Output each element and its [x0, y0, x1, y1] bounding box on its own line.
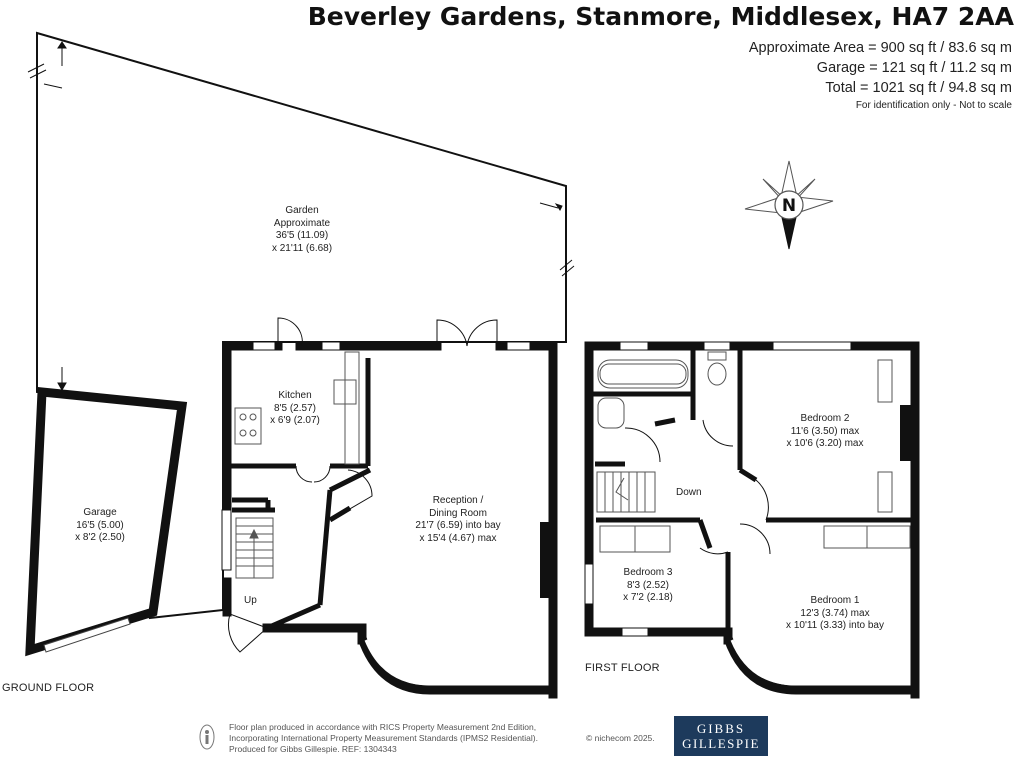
- area-summary: Approximate Area = 900 sq ft / 83.6 sq m…: [749, 38, 1012, 114]
- first-floor-doors: [624, 419, 771, 555]
- reception-chimney-breast: [540, 522, 554, 598]
- garage-walls: [25, 387, 188, 657]
- area-total: Total = 1021 sq ft / 94.8 sq m: [825, 80, 1012, 96]
- reception-label: Reception / Dining Room 21'7 (6.59) into…: [415, 495, 501, 544]
- garage-label: Garage 16'5 (5.00) x 8'2 (2.50): [75, 507, 125, 543]
- first-rear-windows: [584, 341, 852, 637]
- garage-door: [43, 617, 131, 653]
- hall-door-arcs: [227, 469, 373, 653]
- bedroom1-label: Bedroom 1 12'3 (3.74) max x 10'11 (3.33)…: [786, 595, 884, 631]
- first-floor-partitions: [593, 350, 912, 632]
- kitchen-partition: [227, 358, 371, 469]
- reception-bay-window: [357, 636, 546, 695]
- property-title: Beverley Gardens, Stanmore, Middlesex, H…: [307, 2, 1014, 31]
- first-floor-stairs: [596, 471, 656, 513]
- disclaimer: For identification only - Not to scale: [855, 100, 1012, 111]
- agency-logo: GIBBS GILLESPIE: [674, 716, 768, 756]
- kitchen-counter: [234, 351, 360, 465]
- garden-label: Garden Approximate 36'5 (11.09) x 21'11 …: [271, 205, 333, 254]
- accessibility-icon: [199, 724, 215, 750]
- first-floor-label: FIRST FLOOR: [585, 662, 660, 674]
- french-doors: [277, 317, 498, 347]
- kitchen-label: Kitchen 8'5 (2.57) x 6'9 (2.07): [270, 390, 320, 426]
- area-garage: Garage = 121 sq ft / 11.2 sq m: [816, 60, 1012, 76]
- stairs-down-label: Down: [676, 487, 702, 498]
- bedroom1-bay-window: [723, 636, 908, 695]
- hall-walls: [232, 467, 372, 631]
- garden-arrows: [27, 41, 575, 392]
- first-floor-walls: [584, 341, 920, 699]
- bedroom2-label: Bedroom 2 11'6 (3.50) max x 10'6 (3.20) …: [786, 413, 864, 449]
- stairs-up-label: Up: [244, 595, 257, 606]
- bedroom3-label: Bedroom 3 8'3 (2.52) x 7'2 (2.18): [623, 567, 673, 603]
- kitchen-doors: [295, 465, 331, 483]
- copyright: © nichecom 2025.: [586, 733, 655, 743]
- compass-north-letter: N: [782, 196, 796, 216]
- footer-note: Floor plan produced in accordance with R…: [229, 722, 538, 754]
- ground-floor-label: GROUND FLOOR: [2, 682, 95, 694]
- area-approx: Approximate Area = 900 sq ft / 83.6 sq m: [748, 40, 1012, 56]
- ground-rear-windows: [252, 341, 531, 351]
- ground-stairs: [221, 509, 274, 579]
- bedroom2-chimney-breast: [900, 405, 916, 461]
- compass-rose: N: [744, 160, 834, 250]
- wardrobes: [599, 359, 911, 553]
- bathroom-fixtures: [597, 351, 727, 429]
